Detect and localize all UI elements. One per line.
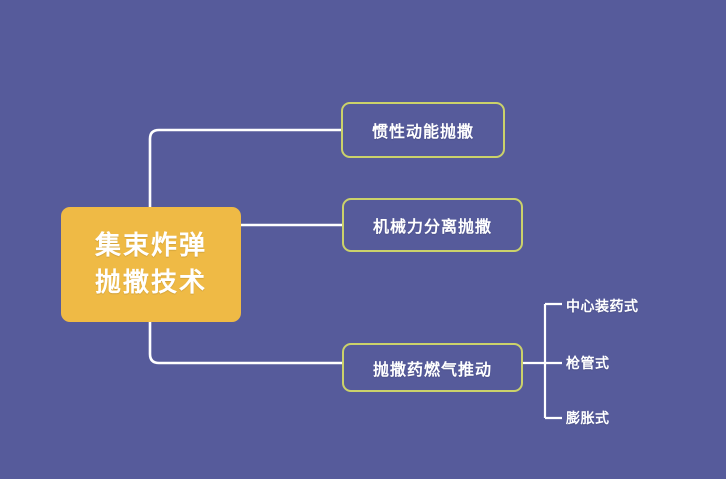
leaf-node-label: 中心装药式	[566, 299, 639, 315]
branch-node-label: 抛撒药燃气推动	[372, 359, 492, 379]
leaf-node-expansion[interactable]: 膨胀式	[566, 407, 610, 429]
connector-root-to-branch-0	[148, 128, 341, 207]
leaf-node-center-charge[interactable]: 中心装药式	[566, 295, 639, 317]
branch-node-label: 惯性动能抛撒	[371, 122, 474, 141]
leaf-node-label: 枪管式	[566, 356, 610, 372]
branch-node-mechanical[interactable]: 机械力分离抛撒	[342, 198, 523, 252]
leaf-node-label: 膨胀式	[566, 411, 610, 427]
root-node-label-line-2: 抛撒技术	[94, 267, 207, 298]
connector-root-to-branch-2	[148, 322, 342, 365]
branch-node-label: 机械力分离抛撒	[372, 217, 492, 236]
branch-node-gas-propulsion[interactable]: 抛撒药燃气推动	[342, 343, 523, 392]
root-node[interactable]: 集束炸弹 抛撒技术	[61, 207, 241, 322]
branch-node-inertial[interactable]: 惯性动能抛撒	[341, 102, 505, 158]
root-node-label-line-1: 集束炸弹	[94, 230, 207, 261]
leaf-node-gun-barrel[interactable]: 枪管式	[566, 352, 610, 374]
